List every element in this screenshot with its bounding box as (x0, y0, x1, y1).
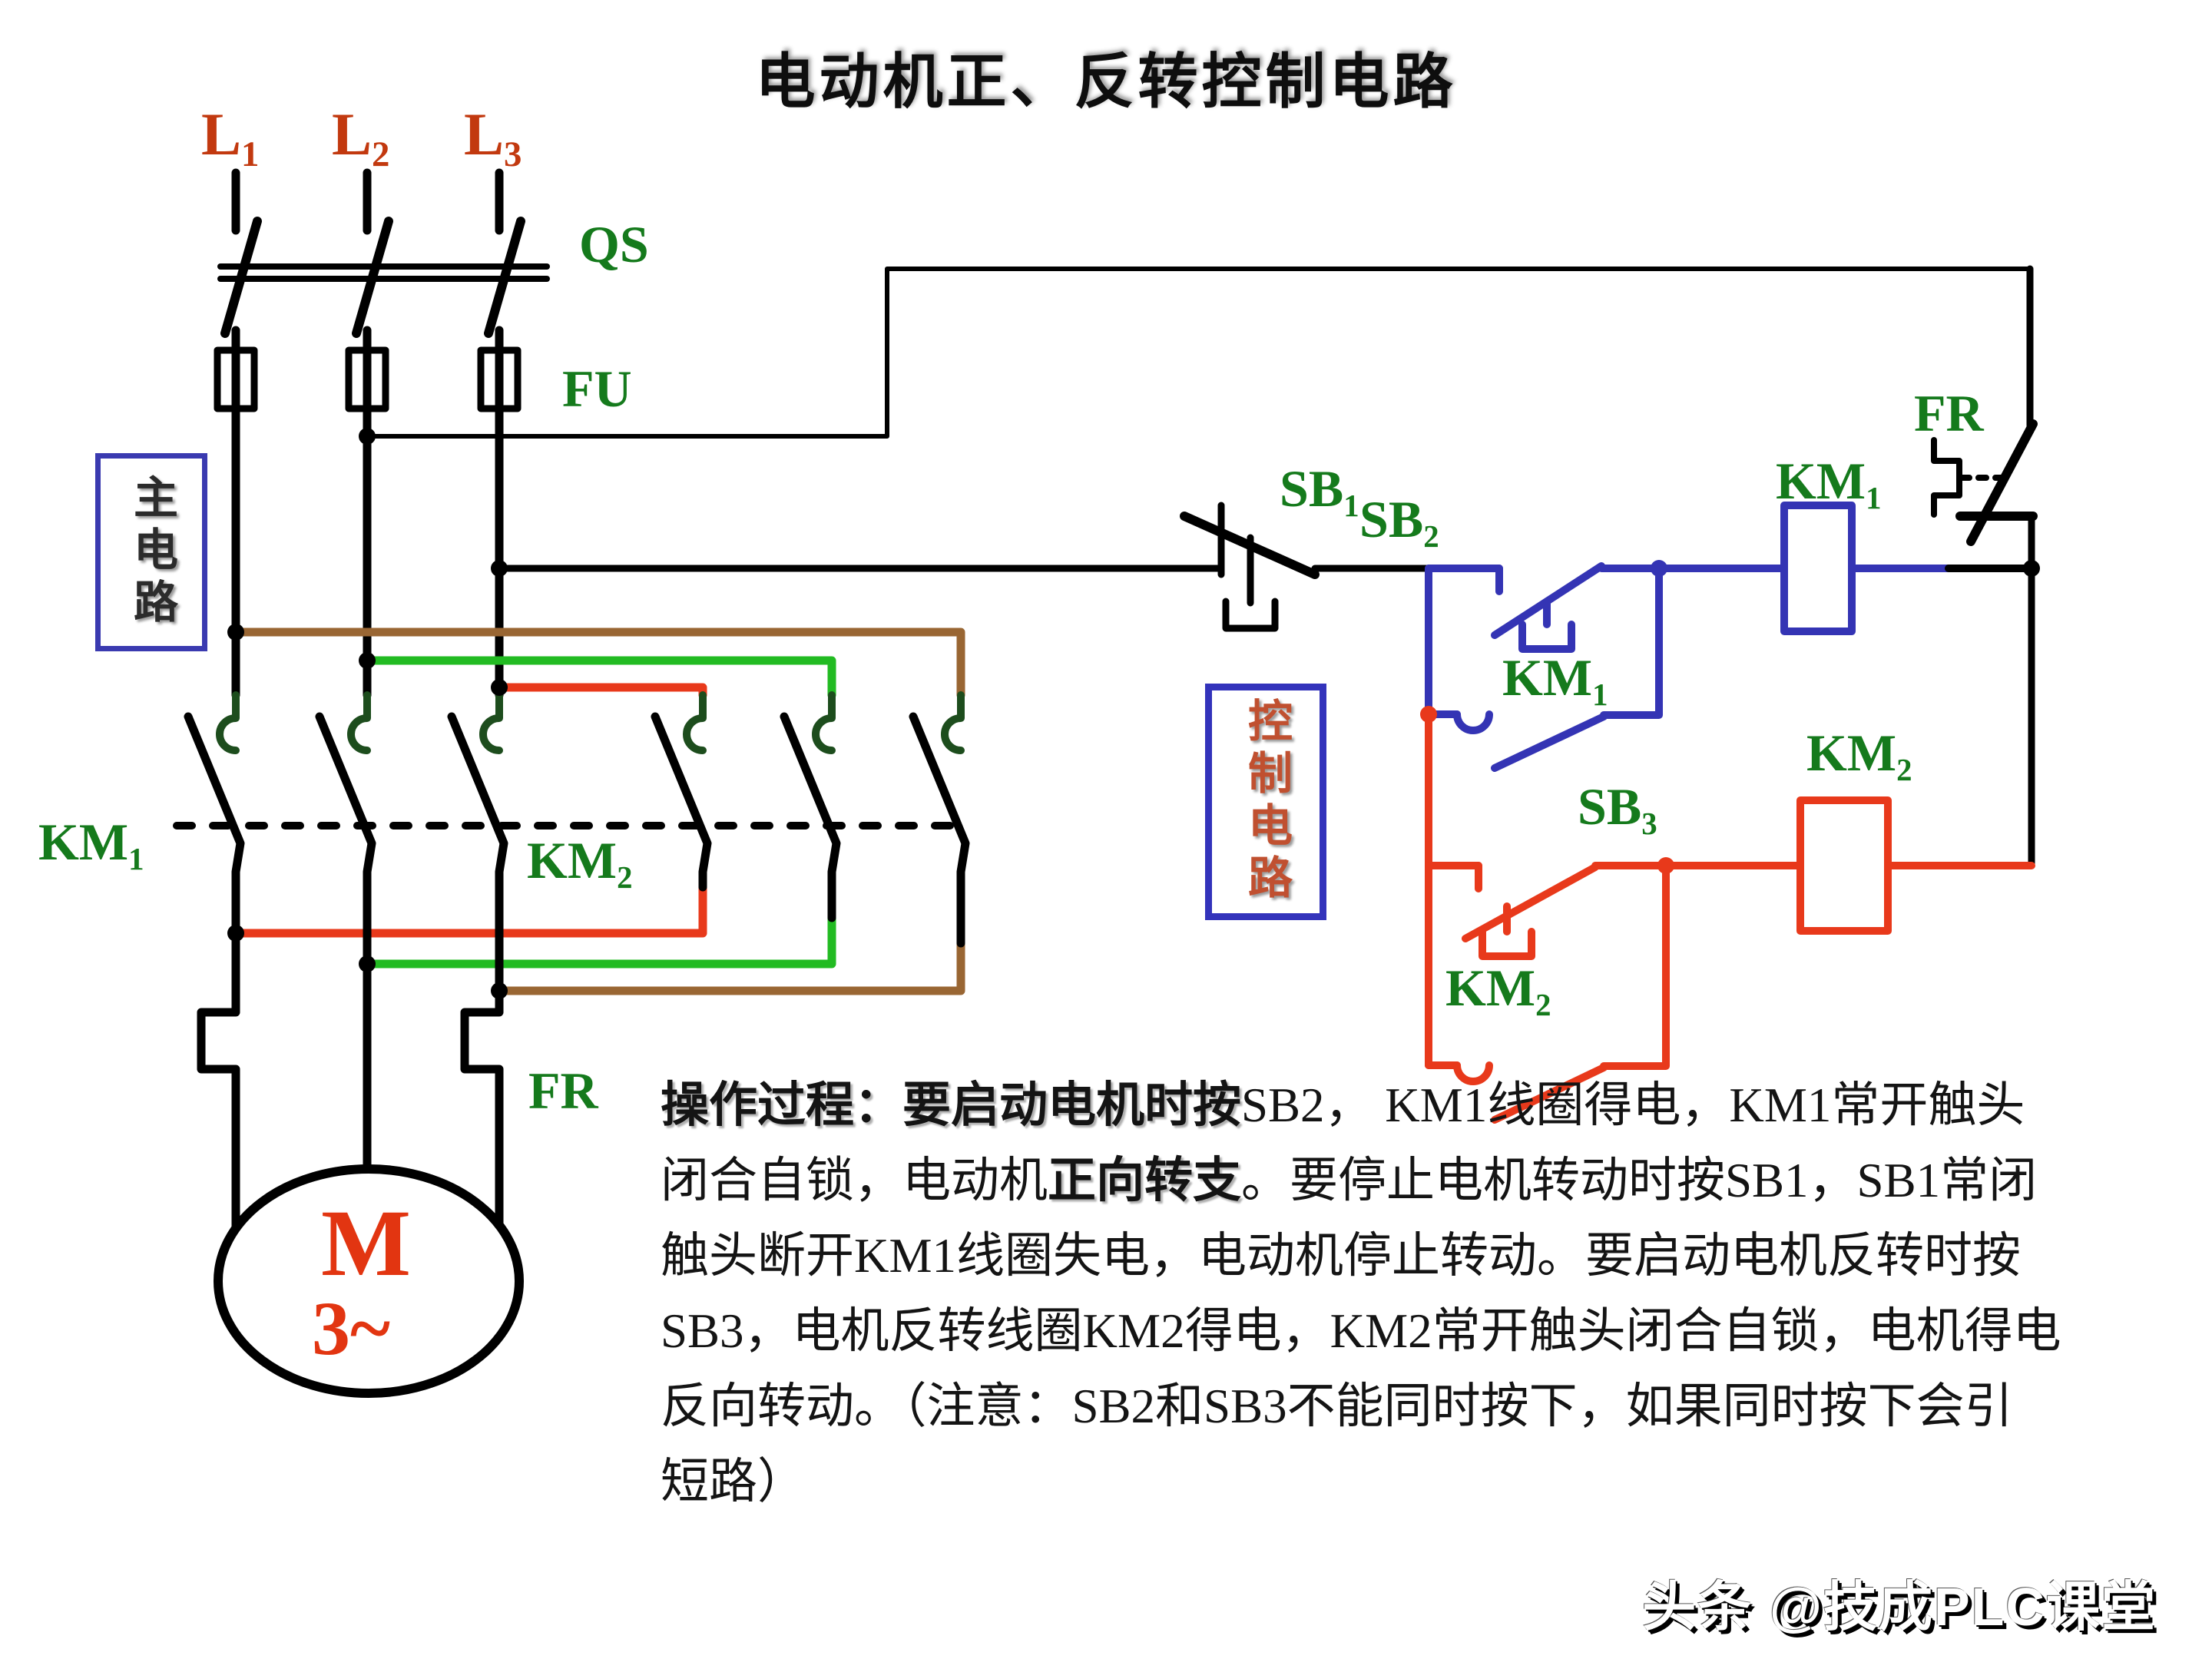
label-km2-coil: KM2 (1806, 724, 1912, 788)
fu-fuses (214, 346, 522, 412)
label-l2: L2 (332, 101, 390, 174)
km1-main-contacts (184, 712, 508, 995)
km2-main-contacts (651, 712, 970, 948)
label-km1-aux: KM1 (1502, 648, 1608, 713)
qs-knife-switch (217, 217, 550, 338)
op-line-1: 操作过程：要启动电机时按SB2， KM1线圈得电，KM1常开触头 (661, 1078, 2025, 1132)
motor-3phase-label: 3~ (312, 1286, 391, 1371)
km2-aux-contact (1425, 862, 1670, 1124)
label-km1-coil: KM1 (1776, 452, 1882, 516)
op-line-4: SB3，电机反转线圈KM2得电，KM2常开触头闭合自锁，电机得电 (661, 1304, 2061, 1358)
operation-description: 操作过程：要启动电机时按SB2， KM1线圈得电，KM1常开触头 闭合自锁，电动… (661, 1068, 2061, 1519)
label-fr-main: FR (528, 1061, 598, 1120)
label-km2-main: KM2 (527, 831, 633, 896)
main-circuit-box: 主电路 (95, 453, 207, 651)
label-km1-main: KM1 (38, 813, 144, 877)
km2-coil (1796, 796, 2035, 935)
sb2-contact (1425, 562, 1788, 653)
control-circuit-box: 控制电路 (1205, 684, 1326, 920)
label-km2-aux: KM2 (1445, 959, 1551, 1023)
junction-dots (227, 428, 2040, 999)
op-line-2: 闭合自锁，电动机正向转支。要停止电机转动时按SB1，SB1常闭 (661, 1154, 2038, 1207)
crossover-wires (231, 628, 965, 995)
sb1-contact (1180, 502, 1432, 632)
label-sb3: SB3 (1578, 777, 1657, 842)
watermark: 头条 @技成PLC课堂 (1642, 1577, 2157, 1637)
motor-m-label: M (321, 1190, 412, 1296)
top-rail (365, 267, 2032, 439)
label-qs: QS (579, 215, 649, 273)
sb3-contact (1425, 862, 1804, 960)
label-l3: L3 (464, 101, 522, 174)
fr-contact (1931, 265, 2038, 572)
label-sb2: SB2 (1359, 490, 1439, 555)
op-line-3: 触头断开KM1线圈失电，电动机停止转动。要启动电机反转时按 (661, 1229, 2022, 1283)
op-line-6: 短路） (661, 1455, 806, 1508)
label-l1: L1 (201, 101, 260, 174)
label-fu: FU (562, 359, 632, 418)
label-fr-ctrl: FR (1914, 384, 1984, 442)
label-sb1: SB1 (1280, 459, 1359, 524)
contact-hooks (216, 691, 965, 754)
thermal-relay-heaters (197, 929, 504, 1237)
km1-coil (1780, 502, 2035, 635)
motor (214, 1164, 524, 1398)
op-line-5: 反向转动。（注意：SB2和SB3不能同时按下，如果同时按下会引 (661, 1379, 2013, 1433)
page-title: 电动机正、反转控制电路 (755, 48, 1457, 115)
